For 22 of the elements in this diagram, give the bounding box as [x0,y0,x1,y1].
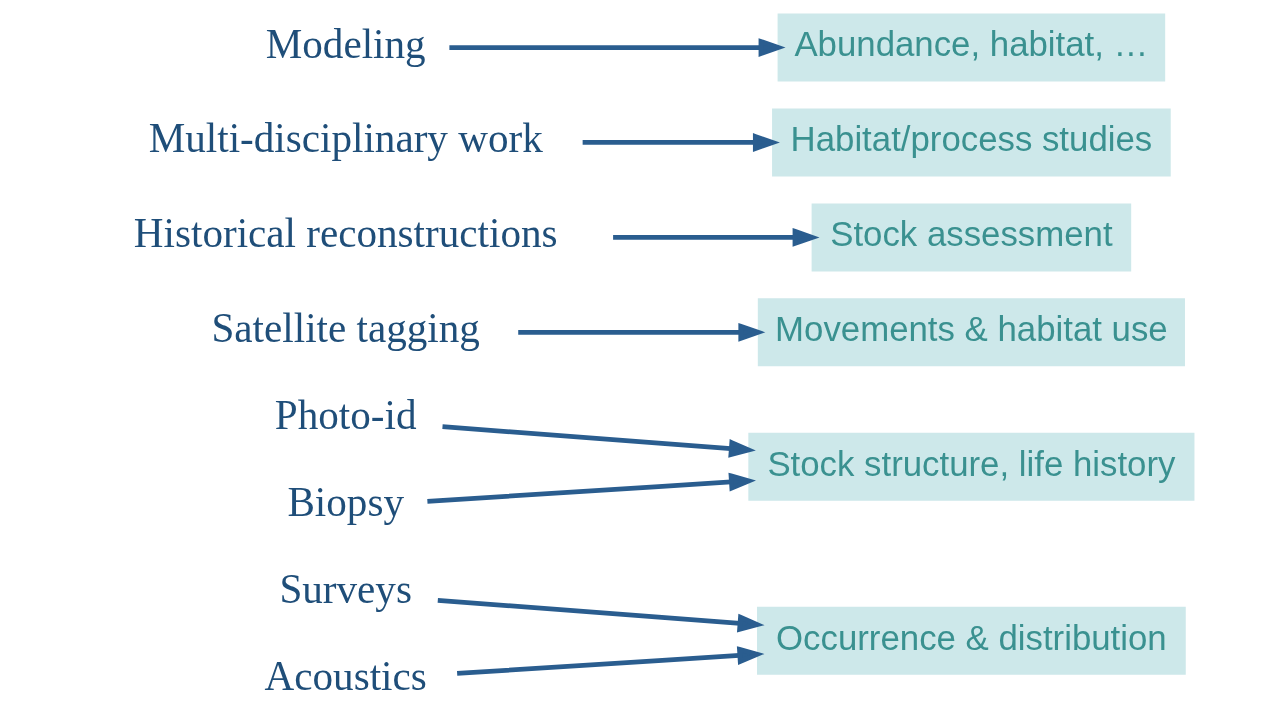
node-text: Acoustics [264,653,427,700]
arrow [441,424,756,458]
node-text: Modeling [265,20,426,67]
node-box: Stock assessment [811,203,1131,272]
node-box: Movements & habitat use [757,298,1185,367]
node-box: Abundance, habitat, … [777,13,1165,82]
node-text: Biopsy [286,479,404,526]
arrow [456,646,764,676]
arrow [437,597,765,633]
node-text: Photo-id [274,392,417,439]
arrow [612,227,820,247]
node-box: Occurrence & distribution [756,606,1186,675]
arrow [582,133,780,152]
node-text: Historical reconstructions [133,210,558,257]
node-box: Stock structure, life history [747,432,1194,501]
arrow [426,472,756,504]
arrow [517,322,765,342]
node-text: Surveys [278,566,412,613]
node-box: Habitat/process studies [771,108,1171,177]
node-text: Multi-disciplinary work [148,115,543,162]
arrow [448,38,786,57]
node-text: Satellite tagging [210,305,480,352]
